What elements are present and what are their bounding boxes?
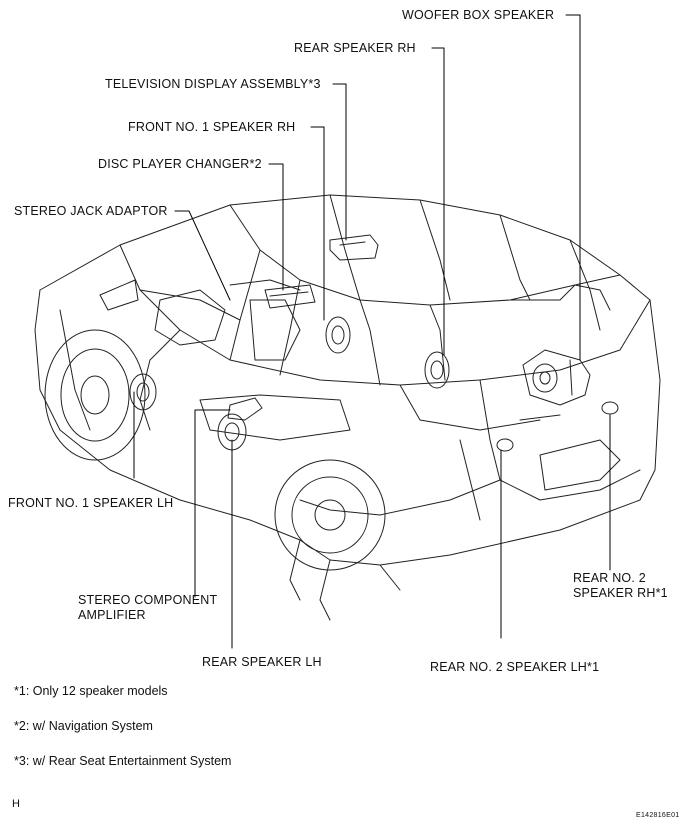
rear-no2-speaker-rh-label-line2: SPEAKER RH*1 [573,586,668,600]
footnote-1: *1: Only 12 speaker models [14,684,168,698]
corner-mark: H [12,798,20,810]
rear-no2-speaker-rh-label-line1: REAR NO. 2 [573,571,646,585]
footnote-3: *3: w/ Rear Seat Entertainment System [14,754,232,768]
vehicle-body [34,194,661,621]
rear-wheel [274,459,386,571]
rear-no2-speaker-lh-label: REAR NO. 2 SPEAKER LH*1 [430,660,600,674]
leader-lines [133,14,611,649]
stereo-component-amplifier-label-line2: AMPLIFIER [78,608,146,622]
woofer-box-speaker-label: WOOFER BOX SPEAKER [402,8,555,22]
disc-player-changer-label: DISC PLAYER CHANGER*2 [98,157,262,171]
rear2-lh-speaker-component [496,438,514,452]
amplifier-component [227,397,263,421]
woofer-component [522,349,591,406]
footnote-2: *2: w/ Navigation System [14,719,153,733]
front-no1-speaker-rh-label: FRONT NO. 1 SPEAKER RH [128,120,296,134]
disc-changer-component [264,284,316,309]
stereo-component-amplifier-label-line1: STEREO COMPONENT [78,593,218,607]
tv-display-component [329,234,379,261]
rear-speaker-lh-label: REAR SPEAKER LH [202,655,322,669]
rear-rh-speaker-component [424,351,450,389]
front-rh-speaker-component [325,316,351,354]
figure-code: E142816E01 [636,812,680,819]
rear2-rh-speaker-component [601,401,619,415]
front-no1-speaker-lh-label: FRONT NO. 1 SPEAKER LH [8,496,174,510]
stereo-jack-adaptor-label: STEREO JACK ADAPTOR [14,204,168,218]
tv-display-assembly-label: TELEVISION DISPLAY ASSEMBLY*3 [105,77,321,91]
front-wheel [44,329,146,461]
rear-speaker-rh-label: REAR SPEAKER RH [294,41,416,55]
front-lh-speaker-component [129,373,157,411]
